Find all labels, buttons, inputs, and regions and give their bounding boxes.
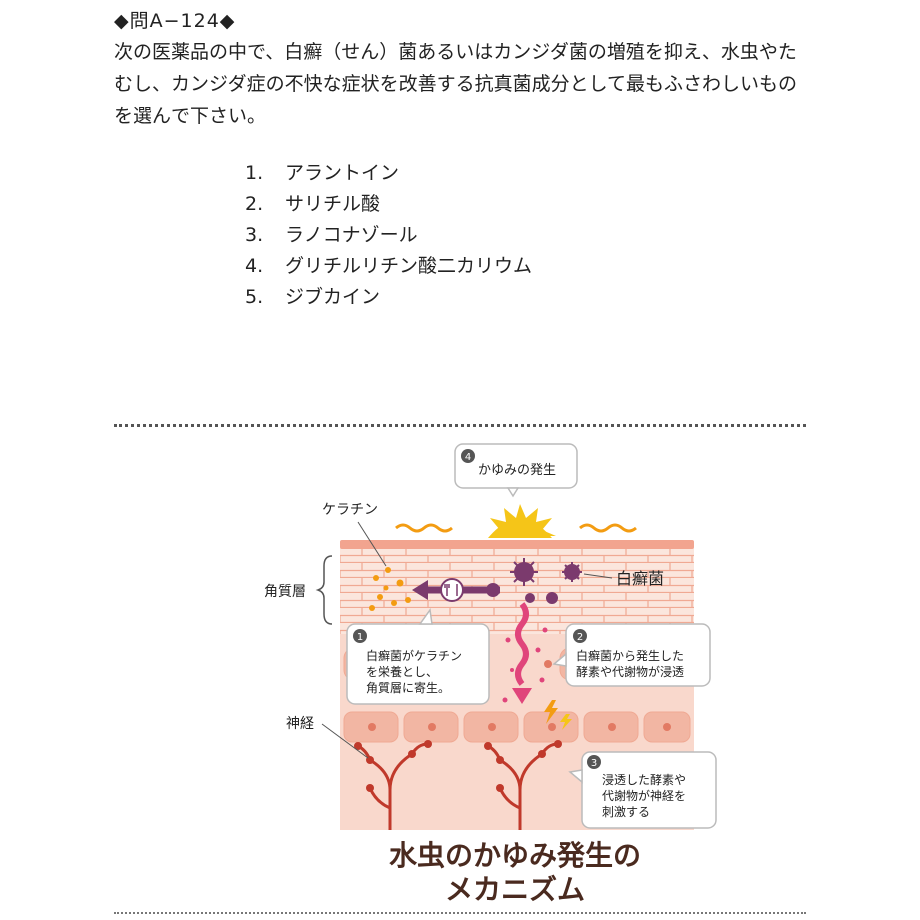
choice-number: 5. [245, 286, 264, 308]
itch-wave-right-icon [579, 523, 637, 533]
choice-label: グリチルリチン酸二カリウム [285, 255, 533, 277]
bubble-step-1-line-2: を栄養とし、 [366, 664, 438, 679]
choice-3[interactable]: 3. ラノコナゾール [245, 220, 532, 251]
bubble-step-2-number: 2 [577, 632, 583, 643]
choice-label: サリチル酸 [285, 193, 381, 215]
lightning-icon [544, 700, 558, 724]
penetration-arrow [515, 602, 529, 686]
divider-top [114, 424, 806, 427]
cell-nuclei [368, 660, 671, 731]
itch-mechanism-illustration: 4 かゆみの発生 ケラチン 角質層 白癬菌 [264, 443, 717, 830]
keratin-leader-line [357, 521, 387, 567]
label-keratin: ケラチン [322, 502, 378, 518]
choice-label: ジブカイン [285, 286, 381, 308]
bubble-step-1: 1 白癬菌がケラチン を栄養とし、 角質層に寄生。 [346, 608, 490, 705]
choice-label: アラントイン [285, 162, 400, 184]
bubble-step-3-line-2: 代謝物が神経を [602, 788, 686, 803]
question-header: ◆問A−124◆ [114, 10, 236, 32]
bubble-step-3: 3 浸透した酵素や 代謝物が神経を 刺激する [568, 751, 717, 829]
bubble-step-3-number: 3 [591, 758, 597, 769]
diagram-title-line-1: 水虫のかゆみ発生の [388, 839, 641, 872]
choice-1[interactable]: 1. アラントイン [245, 158, 532, 189]
choice-5[interactable]: 5. ジブカイン [245, 282, 532, 313]
itch-wave-left-icon [395, 523, 453, 533]
bubble-step-1-number: 1 [357, 632, 363, 643]
bubble-step-4-text: かゆみの発生 [478, 463, 556, 478]
choice-label: ラノコナゾール [285, 224, 418, 246]
label-nerve: 神経 [286, 716, 314, 732]
label-stratum-corneum: 角質層 [264, 584, 306, 600]
keratin-particles [369, 567, 411, 611]
label-trichophyton: 白癬菌 [616, 569, 664, 588]
choice-number: 2. [245, 193, 264, 215]
choice-4[interactable]: 4. グリチルリチン酸二カリウム [245, 251, 532, 282]
divider-bottom [114, 912, 806, 914]
choice-number: 3. [245, 224, 264, 246]
skin-surface [340, 540, 694, 549]
itch-burst-icon [488, 504, 556, 538]
choice-2[interactable]: 2. サリチル酸 [245, 189, 532, 220]
bubble-step-2-line-2: 酵素や代謝物が浸透 [576, 664, 684, 679]
bubble-step-2-line-1: 白癬菌から発生した [576, 648, 684, 663]
answer-choices: 1. アラントイン 2. サリチル酸 3. ラノコナゾール 4. グリチルリチン酸二カリ… [245, 158, 532, 313]
bubble-step-4-number: 4 [465, 452, 471, 463]
nerve-icon [357, 742, 559, 830]
bubble-step-3-line-1: 浸透した酵素や [602, 773, 686, 787]
bubble-step-3-line-3: 刺激する [602, 805, 650, 819]
bubble-step-2: 2 白癬菌から発生した 酵素や代謝物が浸透 [552, 623, 711, 687]
bubble-step-1-line-3: 角質層に寄生。 [366, 680, 450, 695]
enzyme-dots [502, 627, 548, 703]
question-text: 次の医薬品の中で、白癬（せん）菌あるいはカンジダ菌の増殖を抑え、水虫やたむし、カ… [114, 41, 798, 127]
bubble-step-4: 4 かゆみの発生 [454, 443, 578, 498]
bubble-step-1-line-1: 白癬菌がケラチン [366, 648, 462, 663]
choice-number: 4. [245, 255, 264, 277]
stratum-brace [315, 555, 333, 625]
fork-knife-icon [440, 578, 464, 602]
choice-number: 1. [245, 162, 264, 184]
diagram-title-line-2: メカニズム [444, 873, 585, 906]
